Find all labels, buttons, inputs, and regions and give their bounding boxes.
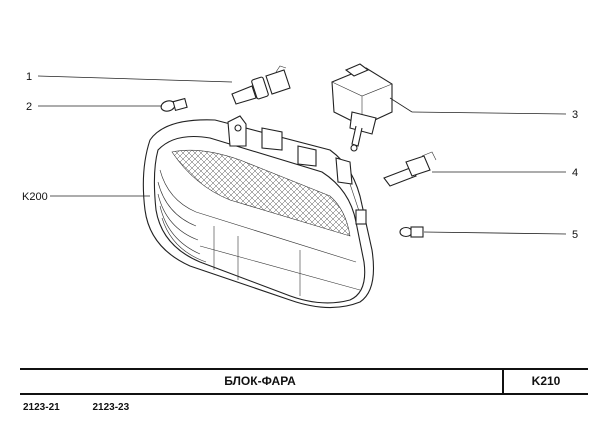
model-list: 2123-21 2123-23	[23, 402, 159, 413]
headlamp-exploded-diagram: 1 2 3 4 5 K200	[22, 63, 578, 309]
model-code: 2123-23	[92, 402, 130, 413]
bulb-w5w-right	[399, 226, 424, 238]
callout-2: 2	[26, 101, 32, 113]
title-block: БЛОК-ФАРА K210	[20, 368, 588, 395]
title-divider	[502, 370, 504, 393]
headlamp-housing	[142, 115, 375, 309]
leader-lines	[37, 75, 567, 235]
bulb-holder	[383, 151, 437, 187]
model-code: 2123-21	[23, 402, 60, 413]
diagram-code: K210	[531, 374, 561, 388]
bulb-w5w-left	[160, 97, 188, 112]
callout-5: 5	[572, 229, 578, 241]
callout-3: 3	[572, 109, 578, 121]
callout-housing: K200	[22, 191, 48, 203]
callout-1: 1	[26, 71, 32, 83]
page-title: БЛОК-ФАРА	[224, 374, 296, 388]
callout-4: 4	[572, 167, 578, 179]
bulb-h4	[231, 65, 291, 105]
headlight-level-corrector	[331, 63, 393, 152]
